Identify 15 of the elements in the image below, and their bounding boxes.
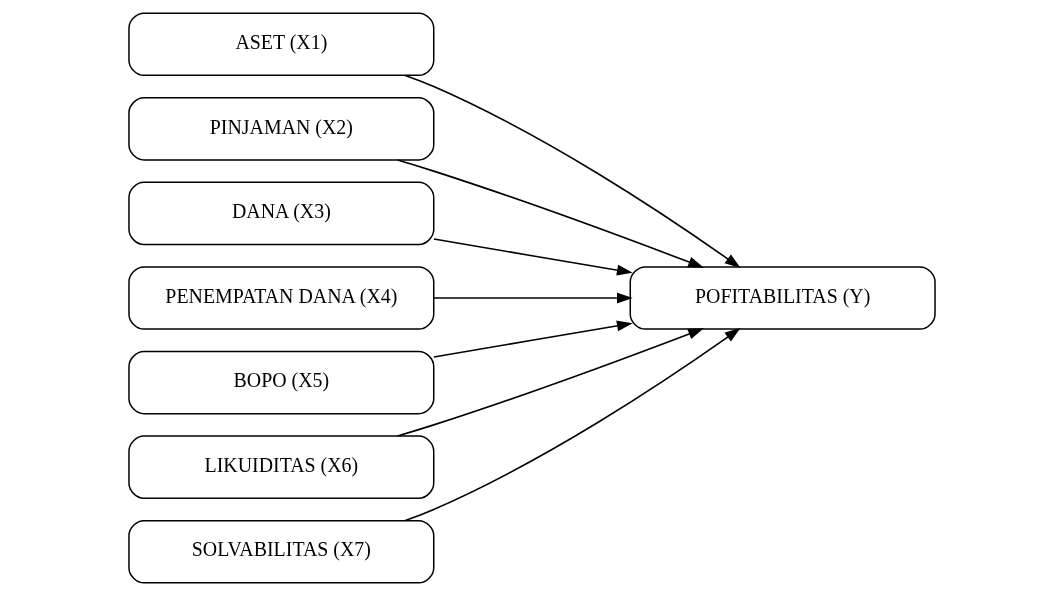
node-box: SOLVABILITAS (X7) (127, 519, 434, 584)
node-box: PENEMPATAN DANA (X4) (127, 266, 434, 330)
node-box: ASET (X1) (127, 12, 434, 77)
arrow (403, 328, 740, 522)
arrow (432, 238, 633, 276)
arrow (403, 74, 740, 268)
node-box: LIKUIDITAS (X6) (127, 435, 434, 499)
node-box: POFITABILITAS (Y) (629, 266, 936, 330)
node-box: PINJAMAN (X2) (127, 97, 434, 161)
node-box: BOPO (X5) (127, 350, 434, 415)
arrow (396, 328, 704, 437)
arrow (432, 320, 633, 358)
node-box: DANA (X3) (127, 181, 434, 246)
arrow (432, 292, 633, 304)
arrow (396, 159, 704, 268)
